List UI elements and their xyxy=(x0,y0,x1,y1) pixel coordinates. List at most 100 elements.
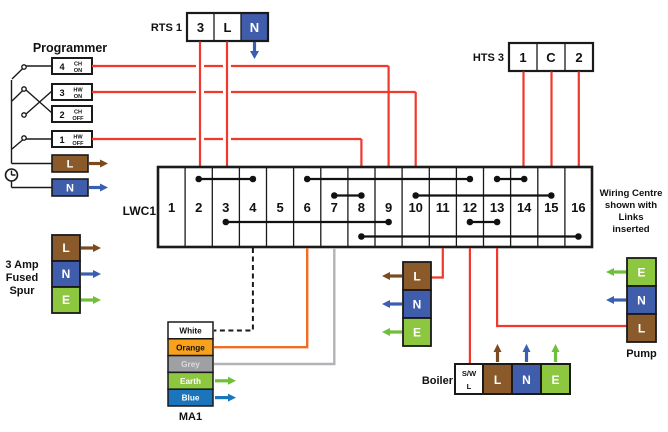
svg-text:15: 15 xyxy=(544,200,558,215)
fused-spur: 3 Amp Fused Spur L N E xyxy=(5,234,101,314)
aux-neutral-label: N xyxy=(413,298,422,312)
channel-box xyxy=(51,57,93,75)
wire-hw-on-to-lwc10 xyxy=(92,90,417,166)
hts3-label: HTS 3 xyxy=(473,52,504,64)
live-label: L xyxy=(67,159,74,171)
hts3-block xyxy=(507,41,595,73)
boiler-earth-box xyxy=(540,363,571,395)
pump-live-label: L xyxy=(638,322,645,336)
channel-function: HW xyxy=(73,135,83,141)
programmer-channel-2: 2 CH OFF xyxy=(51,105,93,123)
arrow-right-icon xyxy=(100,159,108,168)
pump-unit: E N L Pump xyxy=(606,257,657,360)
channel-function: CH xyxy=(74,62,82,68)
ma1-wire-white-label: White xyxy=(179,327,202,336)
rts1-terminal-l: L xyxy=(224,20,232,35)
hts3-terminal-c: C xyxy=(546,50,556,65)
live-box xyxy=(51,154,89,173)
switch-lever-hw xyxy=(11,90,23,102)
spur-label-line3: Spur xyxy=(9,285,35,297)
spur-neutral-box xyxy=(51,260,81,288)
ma1-wire-blue-label: Blue xyxy=(182,394,200,403)
aux-earth-label: E xyxy=(413,326,421,340)
switch-contact xyxy=(21,64,27,70)
channel-box xyxy=(51,83,93,101)
neutral-lead xyxy=(10,181,52,189)
boiler-earth-label: E xyxy=(551,373,559,387)
svg-text:2: 2 xyxy=(195,200,202,215)
svg-text:16: 16 xyxy=(571,200,585,215)
channel-number: 3 xyxy=(59,88,64,98)
neutral-label: N xyxy=(66,183,74,195)
pump-earth-box xyxy=(626,257,657,287)
clock-hands-icon xyxy=(10,170,16,176)
lwc1-wiring-centre: LWC1 1 2 3 4 5 6 7 8 9 10 11 12 13 14 xyxy=(123,165,662,249)
aux-live-box xyxy=(402,261,432,291)
programmer-switch-linkage xyxy=(4,64,53,189)
svg-text:8: 8 xyxy=(358,200,365,215)
lwc1-label: LWC1 xyxy=(123,204,157,218)
lwc1-cell-dividers xyxy=(184,167,566,247)
ma1-wire-grey-label: Grey xyxy=(181,360,200,369)
svg-text:11: 11 xyxy=(436,200,450,215)
channel-box xyxy=(51,105,93,123)
spur-label-line2: Fused xyxy=(6,272,38,284)
ma1-wire-earth-label: Earth xyxy=(180,377,201,386)
switch-lever-hw-off xyxy=(11,139,23,150)
svg-text:6: 6 xyxy=(304,200,311,215)
channel-number: 1 xyxy=(59,135,64,145)
spur-live-label: L xyxy=(62,241,69,255)
boiler-label: Boiler xyxy=(422,375,454,387)
programmer-unit: Programmer 4 CH ON 3 xyxy=(4,41,108,197)
rts1-terminal-3: 3 xyxy=(197,20,204,35)
wire-hw-off-to-lwc8 xyxy=(92,137,363,166)
wire-ch-on-to-lwc9 xyxy=(92,64,390,166)
svg-text:10: 10 xyxy=(408,200,422,215)
arrow-left-icon xyxy=(606,268,614,276)
rts1-block xyxy=(185,11,270,43)
rts1-thermostat: RTS 1 3 L N xyxy=(151,11,270,59)
rts1-terminal-n: N xyxy=(250,20,259,35)
neutral-box xyxy=(51,178,89,197)
wire-lwc7-to-ma1-grey xyxy=(214,248,336,366)
wire-lwc13-to-pump-live xyxy=(496,248,627,328)
wire-lwc4-to-ma1-white xyxy=(214,248,254,332)
arrow-right-icon xyxy=(228,376,236,385)
arrow-right-icon xyxy=(93,270,101,278)
pump-neutral-label: N xyxy=(637,294,646,308)
channel-state: ON xyxy=(74,94,82,100)
rts1-neutral-fill xyxy=(241,13,268,41)
aux-terminal-block: L N E xyxy=(382,261,432,347)
boiler-live-box xyxy=(482,363,513,395)
arrow-left-icon xyxy=(382,328,390,336)
red-wiring-top xyxy=(92,41,580,166)
boiler-neutral-box xyxy=(511,363,542,395)
channel-function: CH xyxy=(74,110,82,116)
boiler-live-label: L xyxy=(494,373,501,387)
channel-state: OFF xyxy=(72,141,84,147)
svg-text:Links: Links xyxy=(618,212,643,223)
pump-live-box xyxy=(626,313,657,343)
svg-text:4: 4 xyxy=(249,200,257,215)
spur-live-box xyxy=(51,234,81,262)
svg-text:14: 14 xyxy=(517,200,532,215)
switch-contact xyxy=(21,86,27,92)
svg-text:9: 9 xyxy=(385,200,392,215)
hts3-terminal-1: 1 xyxy=(519,50,526,65)
arrow-up-icon xyxy=(522,344,531,352)
channel-state: ON xyxy=(74,68,82,74)
lwc1-links xyxy=(195,175,582,240)
aux-earth-box xyxy=(402,317,432,347)
wire-lwc11-to-aux-live xyxy=(431,248,444,279)
arrow-right-icon xyxy=(93,296,101,304)
rts1-label: RTS 1 xyxy=(151,22,182,34)
switch-lever-ch xyxy=(11,68,23,80)
hts3-terminal-2: 2 xyxy=(575,50,582,65)
spur-neutral-label: N xyxy=(62,267,71,281)
arrow-right-icon xyxy=(228,393,236,402)
boiler-unit: Boiler S/W L L N E xyxy=(422,344,571,395)
programmer-channel-3: 3 HW ON xyxy=(51,83,93,101)
switch-contact xyxy=(21,112,27,118)
svg-text:5: 5 xyxy=(276,200,283,215)
